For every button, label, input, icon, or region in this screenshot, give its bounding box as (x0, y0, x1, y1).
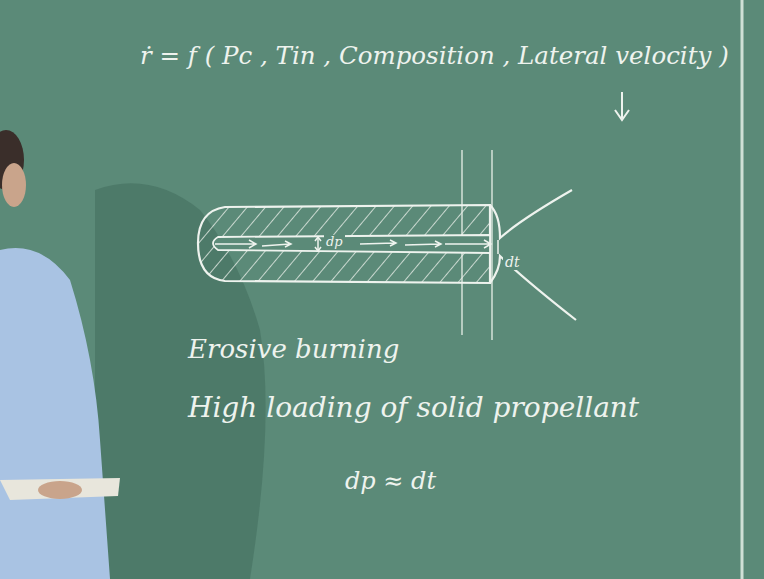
note: High loading of solid propellant (188, 392, 639, 424)
formula: ṙ = f ( Pc , Tin , Composition , Lateral… (140, 42, 729, 70)
throat-diameter-label: dt (503, 254, 522, 270)
lecturer (0, 130, 120, 579)
port-diameter-label: dp (324, 235, 345, 250)
nozzle (490, 190, 576, 320)
relation-note: dp ≈ dt (345, 468, 436, 496)
heading-note: Erosive burning (188, 335, 399, 365)
pointer-arrow (615, 92, 629, 120)
propellant-grain (198, 205, 490, 283)
flow-arrows (215, 237, 498, 254)
port (213, 235, 490, 253)
board-edge (741, 0, 744, 579)
